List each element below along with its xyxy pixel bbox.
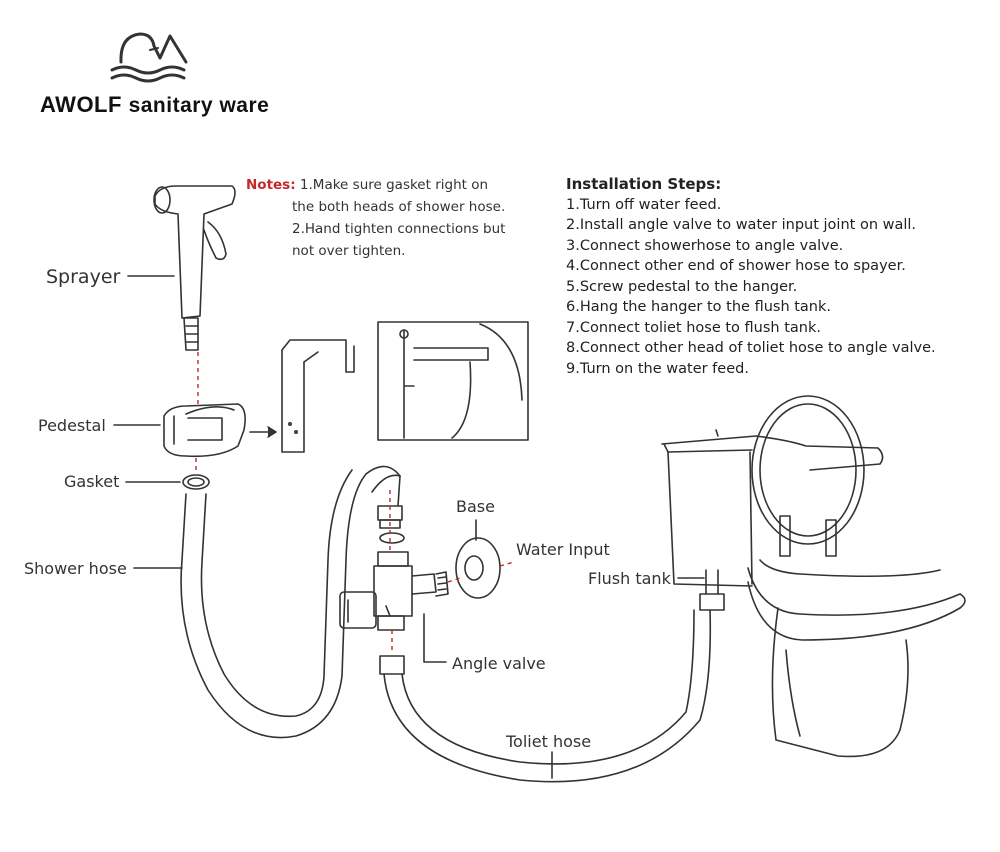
brand-name: AWOLF sanitary ware xyxy=(40,92,269,118)
brand-word: AWOLF xyxy=(40,92,122,117)
step-item: 9.Turn on the water feed. xyxy=(566,360,749,377)
step-item: 2.Install angle valve to water input joi… xyxy=(566,217,917,233)
hanger-drawing xyxy=(281,339,355,453)
label-flush-tank: Flush tank xyxy=(588,569,671,588)
label-water-input: Water Input xyxy=(516,540,610,559)
label-toliet-hose: Toliet hose xyxy=(506,732,592,751)
notes-line: the both heads of shower hose. xyxy=(292,199,506,215)
shower-hose-drawing xyxy=(180,465,403,739)
installation-steps: Installation Steps: 1.Turn off water fee… xyxy=(566,174,936,379)
mountain-wave-logo xyxy=(110,32,188,83)
step-item: 1.Turn off water feed. xyxy=(566,196,722,213)
toilet-drawing xyxy=(661,395,966,758)
notes-line: 2.Hand tighten connections but xyxy=(292,221,506,237)
step-item: 8.Connect other head of toliet hose to a… xyxy=(566,340,936,356)
step-item: 6.Hang the hanger to the flush tank. xyxy=(566,299,832,315)
step-item: 3.Connect showerhose to angle valve. xyxy=(566,237,844,254)
toilet-hose-drawing xyxy=(379,569,725,783)
notes-heading: Notes: xyxy=(246,177,296,193)
label-shower-hose: Shower hose xyxy=(24,559,127,578)
label-sprayer: Sprayer xyxy=(46,266,121,288)
angle-valve-drawing xyxy=(339,551,449,631)
brand-subtitle: sanitary ware xyxy=(128,94,270,117)
notes-line: not over tighten. xyxy=(292,243,406,259)
notes-block: Notes: 1.Make sure gasket right on the b… xyxy=(246,174,505,262)
step-item: 5.Screw pedestal to the hanger. xyxy=(566,278,798,295)
sprayer-drawing xyxy=(153,185,236,351)
inset-detail xyxy=(377,321,529,441)
step-item: 7.Connect toliet hose to flush tank. xyxy=(566,319,821,336)
step-item: 4.Connect other end of shower hose to sp… xyxy=(566,258,906,274)
pedestal-drawing xyxy=(163,403,246,458)
label-pedestal: Pedestal xyxy=(38,416,106,435)
label-gasket: Gasket xyxy=(64,472,120,491)
label-base: Base xyxy=(456,497,495,516)
label-angle-valve: Angle valve xyxy=(452,654,546,673)
steps-heading: Installation Steps: xyxy=(566,175,722,193)
notes-line: 1.Make sure gasket right on xyxy=(299,177,489,193)
